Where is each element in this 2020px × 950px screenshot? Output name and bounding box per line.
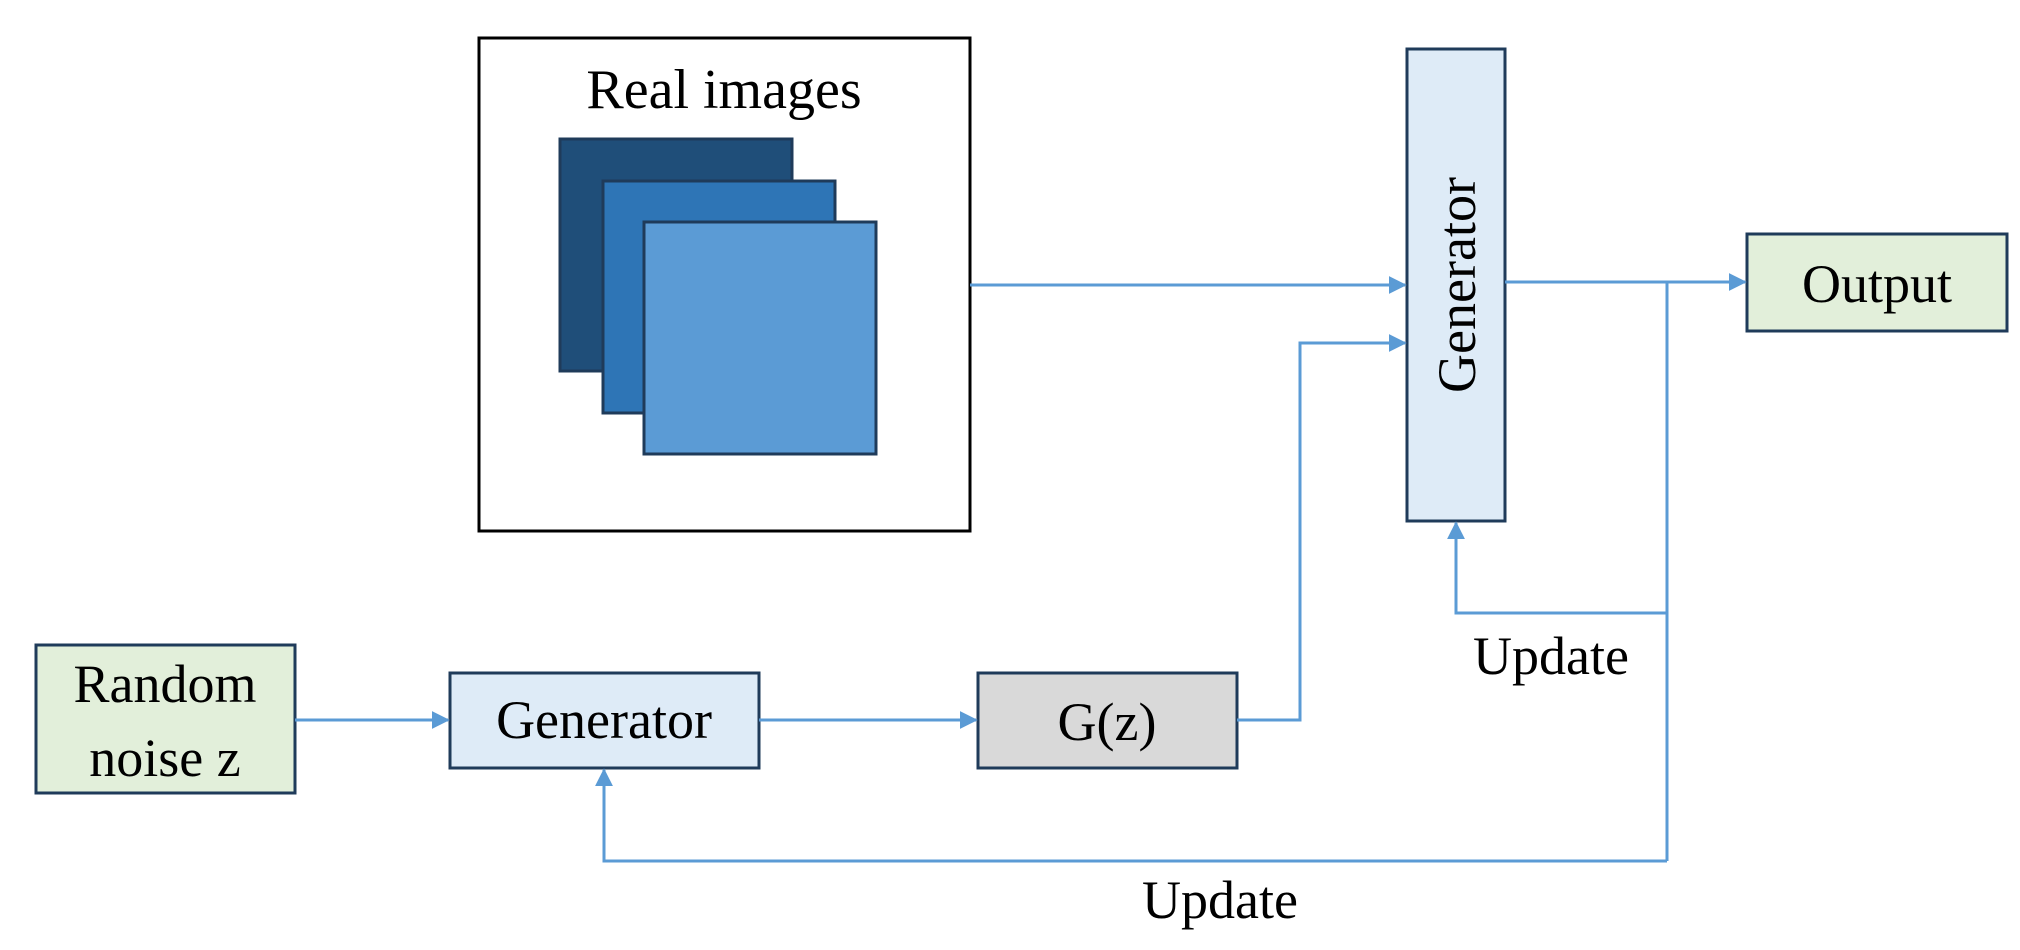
random-noise-label-line1: Random [74,654,257,714]
random-noise-box: Random noise z [34,643,297,795]
update-label-bottom: Update [1142,870,1298,930]
gz-label: G(z) [1058,692,1157,752]
generator-box-top: Generator [1405,47,1507,523]
generator-top-label: Generator [1427,177,1487,393]
update-label-right: Update [1473,626,1629,686]
connectors [295,273,1747,863]
generator-box-bottom: Generator [448,671,761,770]
gz-box: G(z) [976,671,1239,770]
output-box: Output [1745,232,2009,333]
random-noise-label-line2: noise z [89,728,240,788]
arrow-update-top-generator [1447,521,1667,615]
arrow-gz-to-generator [1237,334,1407,722]
arrow-update-bottom-generator [595,768,1667,863]
output-label: Output [1802,254,1952,314]
real-images-panel: Real images [477,36,972,533]
generator-bottom-label: Generator [496,690,712,750]
image-stack-icon [558,137,878,456]
real-images-label: Real images [586,59,861,121]
